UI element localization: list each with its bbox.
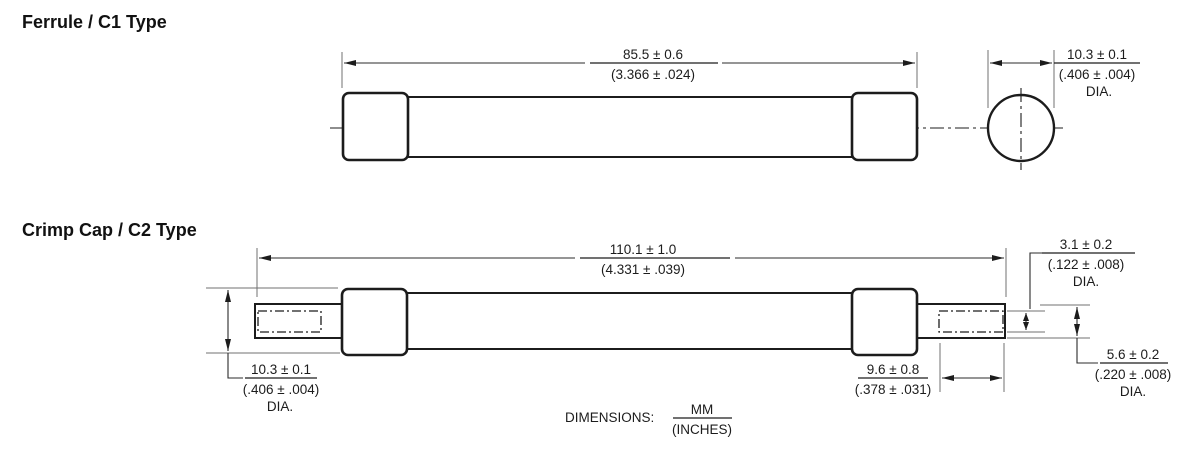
crimp-terminal-left bbox=[254, 303, 348, 339]
ferrule-cap-right bbox=[850, 91, 919, 162]
ferrule-diameter-dimension: 10.3 ± 0.1 (.406 ± .004) DIA. bbox=[987, 47, 1140, 108]
leader-line bbox=[1076, 338, 1098, 364]
crimp-inner-barrel-left bbox=[257, 310, 322, 333]
crimp-terminal-diameter-mm: 5.6 ± 0.2 bbox=[1107, 347, 1159, 362]
crimp-title: Crimp Cap / C2 Type bbox=[22, 220, 197, 240]
ferrule-length-in: (3.366 ± .024) bbox=[611, 67, 695, 82]
crimp-inner-diameter-dimension: 3.1 ± 0.2 (.122 ± .008) DIA. bbox=[1007, 237, 1135, 333]
crimp-length-mm: 110.1 ± 1.0 bbox=[610, 242, 676, 257]
crimp-cap-diameter-suffix: DIA. bbox=[267, 399, 293, 414]
ferrule-diameter-mm: 10.3 ± 0.1 bbox=[1067, 47, 1127, 62]
dimensions-denominator: (INCHES) bbox=[672, 422, 732, 437]
crimp-inner-diameter-in: (.122 ± .008) bbox=[1048, 257, 1124, 272]
crimp-terminal-diameter-in: (.220 ± .008) bbox=[1095, 367, 1171, 382]
crimp-inner-diameter-mm: 3.1 ± 0.2 bbox=[1060, 237, 1112, 252]
crimp-body bbox=[403, 292, 857, 350]
ferrule-diameter-in: (.406 ± .004) bbox=[1059, 67, 1135, 82]
ferrule-length-dimension: 85.5 ± 0.6 (3.366 ± .024) bbox=[341, 47, 918, 88]
ferrule-cap-left bbox=[341, 91, 410, 162]
dimensions-note: DIMENSIONS: MM (INCHES) bbox=[565, 402, 732, 437]
crimp-terminal-diameter-suffix: DIA. bbox=[1120, 384, 1146, 399]
crimp-cap-left bbox=[340, 287, 409, 357]
ferrule-diameter-suffix: DIA. bbox=[1086, 84, 1112, 99]
ferrule-diagram: Ferrule / C1 Type 85.5 ± 0.6 (3.366 ± .0… bbox=[22, 12, 1140, 170]
crimp-cap-right bbox=[850, 287, 919, 357]
ferrule-title: Ferrule / C1 Type bbox=[22, 12, 167, 32]
dimensions-numerator: MM bbox=[691, 402, 714, 417]
crimp-terminal-diameter-dimension: 5.6 ± 0.2 (.220 ± .008) DIA. bbox=[1007, 304, 1171, 399]
crimp-cap-diameter-dimension: 10.3 ± 0.1 (.406 ± .004) DIA. bbox=[206, 287, 340, 414]
leader-line bbox=[227, 353, 243, 379]
crimp-length-9-6-mm: 9.6 ± 0.8 bbox=[867, 362, 919, 377]
crimp-length-9-6-dimension: 9.6 ± 0.8 (.378 ± .031) bbox=[855, 343, 1005, 397]
dimensions-label: DIMENSIONS: bbox=[565, 410, 654, 425]
ferrule-length-mm: 85.5 ± 0.6 bbox=[623, 47, 683, 62]
crimp-terminal-right bbox=[912, 303, 1006, 339]
crimp-inner-barrel-right bbox=[938, 310, 1004, 333]
crimp-length-9-6-in: (.378 ± .031) bbox=[855, 382, 931, 397]
ferrule-body bbox=[403, 96, 857, 158]
crimp-length-in: (4.331 ± .039) bbox=[601, 262, 685, 277]
crimp-cap-diagram: Crimp Cap / C2 Type 110.1 ± 1.0 (4.331 ±… bbox=[22, 220, 1171, 414]
crimp-inner-diameter-suffix: DIA. bbox=[1073, 274, 1099, 289]
crimp-cap-diameter-in: (.406 ± .004) bbox=[243, 382, 319, 397]
crimp-cap-diameter-mm: 10.3 ± 0.1 bbox=[251, 362, 311, 377]
crimp-length-dimension: 110.1 ± 1.0 (4.331 ± .039) bbox=[256, 242, 1007, 297]
leader-line bbox=[1029, 252, 1042, 309]
